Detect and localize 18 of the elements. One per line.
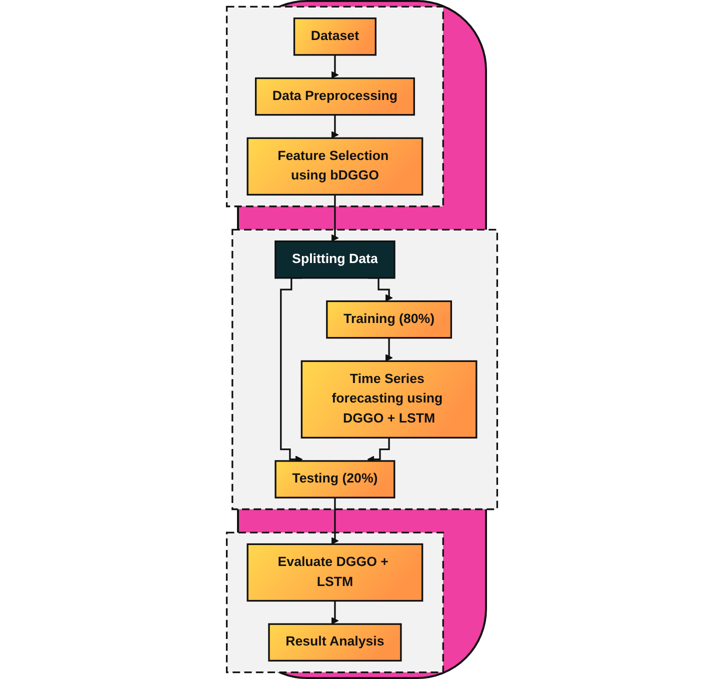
- arrow: [385, 337, 393, 362]
- node-box: Dataset: [293, 17, 376, 56]
- node-box: Result Analysis: [268, 623, 402, 662]
- node-box: Splitting Data: [274, 240, 396, 279]
- arrow: [331, 496, 339, 545]
- node-box: Training (80%): [326, 300, 452, 339]
- arrow: [331, 600, 339, 624]
- arrow: [331, 114, 339, 138]
- node-box: Data Preprocessing: [254, 77, 415, 116]
- cluster: [226, 6, 444, 208]
- node-box: Evaluate DGGO + LSTM: [246, 543, 424, 602]
- arrow: [331, 194, 339, 242]
- cluster: [232, 228, 498, 510]
- arrow: [331, 54, 339, 79]
- cluster: [226, 532, 444, 674]
- node-box: Testing (20%): [274, 460, 396, 498]
- node-box: Feature Selection using bDGGO: [246, 137, 424, 196]
- node-box: Time Series forecasting using DGGO + LSTM: [300, 360, 478, 439]
